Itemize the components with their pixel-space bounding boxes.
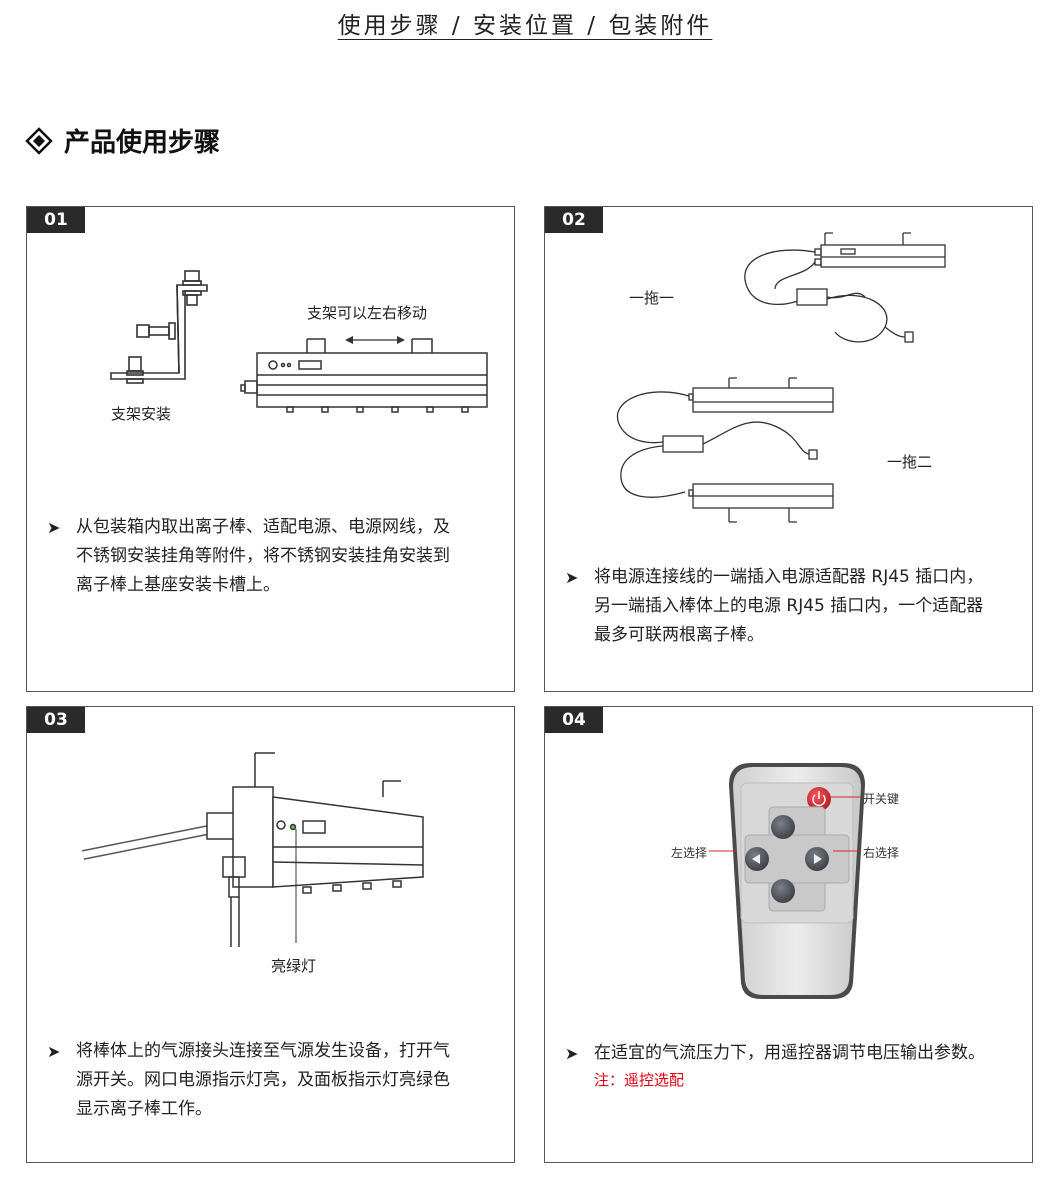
arrow-bullet-icon: ➤ bbox=[47, 1042, 61, 1061]
step-card-04: 04 bbox=[544, 706, 1033, 1163]
section-heading: 产品使用步骤 bbox=[25, 122, 221, 159]
page-title: 使用步骤 / 安装位置 / 包装附件 bbox=[337, 13, 713, 39]
step-card-01: 01 支架安装 支架可以左右移动 bbox=[26, 206, 515, 692]
page-title-wrap: 使用步骤 / 安装位置 / 包装附件 bbox=[0, 6, 1050, 40]
step-description-text: 将棒体上的气源接头连接至气源发生设备，打开气 源开关。网口电源指示灯亮，及面板指… bbox=[76, 1041, 450, 1119]
power-key-label: 开关键 bbox=[863, 792, 900, 806]
double-arrow-icon bbox=[345, 336, 405, 344]
diamond-icon bbox=[25, 126, 53, 155]
air-connector-illustration bbox=[82, 752, 424, 947]
step-description: ➤ 将棒体上的气源接头连接至气源发生设备，打开气 源开关。网口电源指示灯亮，及面… bbox=[47, 1037, 507, 1124]
arrow-bullet-icon: ➤ bbox=[565, 1044, 579, 1063]
arrow-bullet-icon: ➤ bbox=[565, 568, 579, 587]
step-description: ➤ 从包装箱内取出离子棒、适配电源、电源网线，及 不锈钢安装挂角等附件，将不锈钢… bbox=[47, 513, 507, 600]
optional-remote-note: 注：遥控选配 bbox=[594, 1071, 685, 1089]
step-description-text: 将电源连接线的一端插入电源适配器 RJ45 插口内， 另一端插入棒体上的电源 R… bbox=[594, 567, 984, 645]
remote-control-illustration bbox=[729, 763, 865, 999]
one-to-one-label: 一拖一 bbox=[629, 289, 675, 307]
step-number-badge: 01 bbox=[27, 207, 85, 233]
bracket-illustration bbox=[110, 270, 208, 384]
step-card-03: 03 亮绿灯 ➤ 将棒体上的气源接头连 bbox=[26, 706, 515, 1163]
callout-lines bbox=[709, 796, 861, 852]
right-select-label: 右选择 bbox=[863, 846, 900, 860]
green-light-label: 亮绿灯 bbox=[271, 957, 317, 975]
step-number-badge: 03 bbox=[27, 707, 85, 733]
step-description: ➤ 在适宜的气流压力下，用遥控器调节电压输出参数。 注：遥控选配 bbox=[565, 1039, 1025, 1092]
one-to-two-illustration bbox=[616, 377, 834, 523]
one-to-one-illustration bbox=[744, 232, 946, 343]
step-description-text: 从包装箱内取出离子棒、适配电源、电源网线，及 不锈钢安装挂角等附件，将不锈钢安装… bbox=[76, 517, 450, 595]
step-description-text: 在适宜的气流压力下，用遥控器调节电压输出参数。 bbox=[594, 1043, 985, 1063]
step-number-badge: 02 bbox=[545, 207, 603, 233]
step-description: ➤ 将电源连接线的一端插入电源适配器 RJ45 插口内， 另一端插入棒体上的电源… bbox=[565, 563, 1025, 650]
step-number-badge: 04 bbox=[545, 707, 603, 733]
arrow-bullet-icon: ➤ bbox=[47, 518, 61, 537]
left-select-label: 左选择 bbox=[671, 846, 708, 860]
bracket-install-label: 支架安装 bbox=[111, 405, 172, 423]
step-card-02: 02 一拖一 一拖二 bbox=[544, 206, 1033, 692]
section-title: 产品使用步骤 bbox=[64, 128, 221, 158]
ion-bar-illustration bbox=[240, 338, 488, 413]
one-to-two-label: 一拖二 bbox=[887, 453, 933, 471]
bracket-move-label: 支架可以左右移动 bbox=[307, 304, 428, 322]
